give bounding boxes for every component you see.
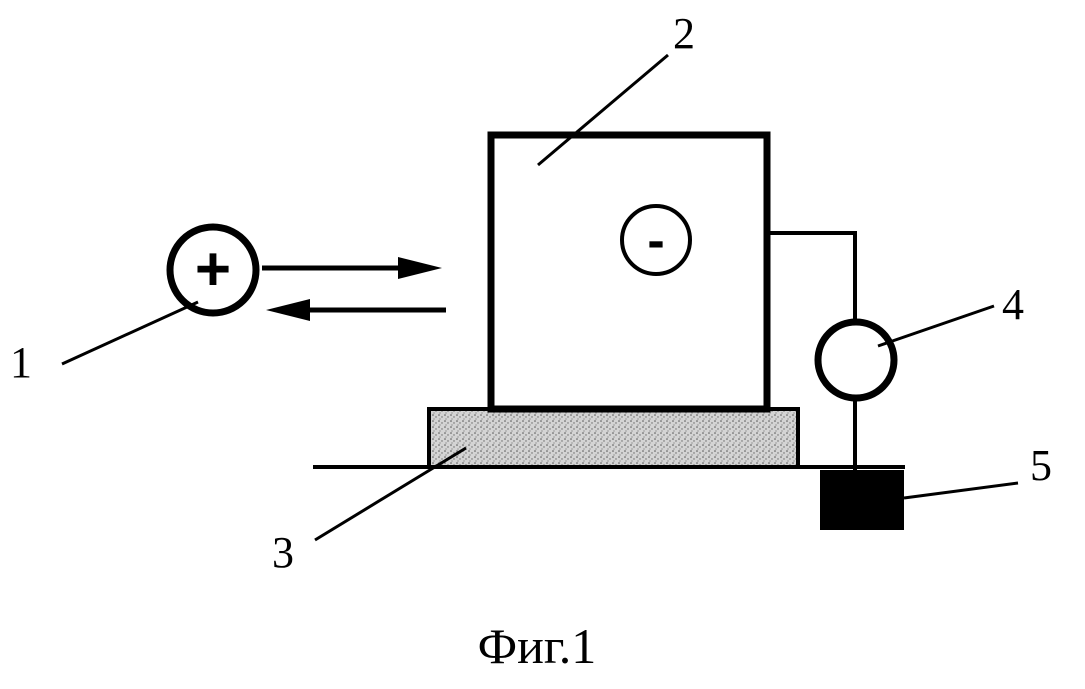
leader-line-1 xyxy=(62,302,198,364)
arrow-right-head-icon xyxy=(398,257,442,279)
negative-symbol: - xyxy=(647,212,664,270)
label-5: 5 xyxy=(1030,441,1052,490)
label-4: 4 xyxy=(1002,280,1024,329)
connection-wire xyxy=(767,233,855,322)
charged-body xyxy=(491,135,767,409)
leader-line-4 xyxy=(878,306,994,346)
label-2: 2 xyxy=(673,9,695,58)
label-1: 1 xyxy=(10,338,32,387)
ground-block xyxy=(820,470,904,530)
leader-line-5 xyxy=(904,483,1018,498)
substrate-layer xyxy=(429,409,798,467)
figure-caption: Фиг.1 xyxy=(478,618,597,674)
arrow-left-head-icon xyxy=(266,299,310,321)
leader-line-3 xyxy=(315,448,466,540)
positive-symbol: + xyxy=(195,235,231,304)
meter-icon xyxy=(818,322,894,398)
label-3: 3 xyxy=(272,528,294,577)
